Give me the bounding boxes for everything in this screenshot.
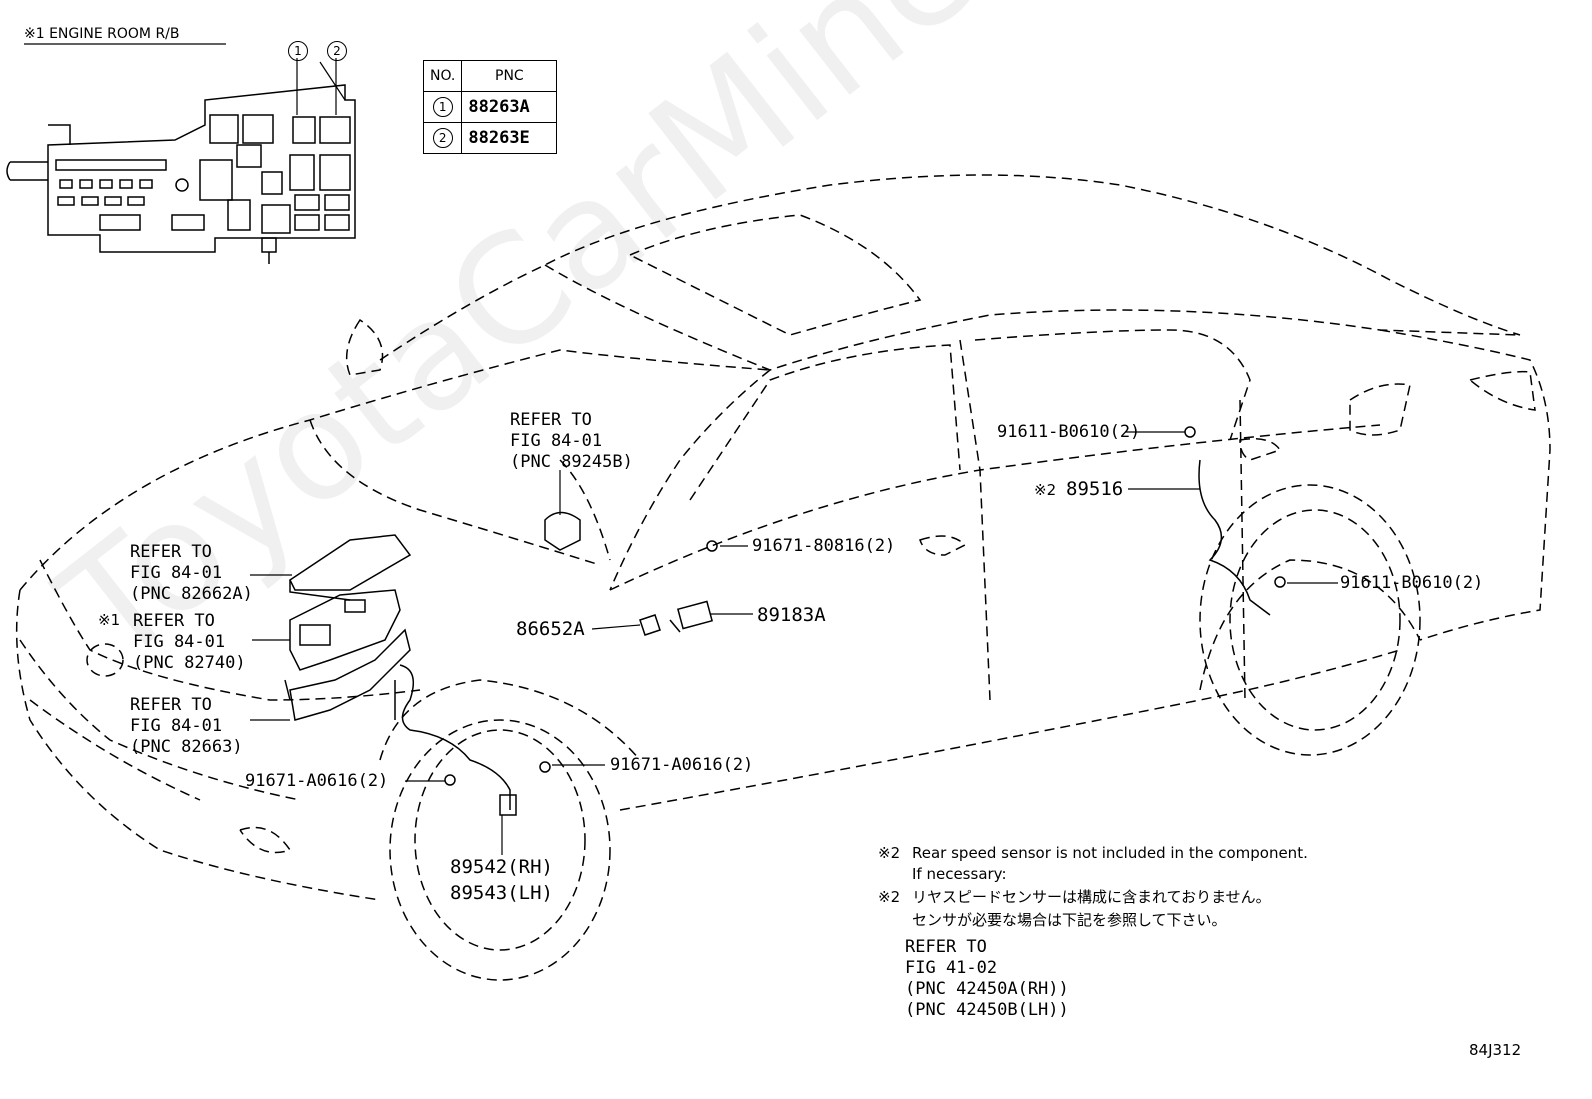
note-line-jp: リヤスピードセンサーは構成に含まれておりません。 xyxy=(912,888,1271,906)
ref-mark: ※1 xyxy=(98,611,121,629)
col-pnc-header: PNC xyxy=(461,60,558,92)
ref-line: REFER TO xyxy=(130,695,212,715)
note-mark-en: ※2 xyxy=(878,844,901,862)
note-ref-line: REFER TO xyxy=(905,937,987,957)
row-pnc: 88263E xyxy=(461,122,558,154)
ref-line: FIG 84-01 xyxy=(133,632,226,652)
table-row: 2 88263E xyxy=(422,122,558,154)
part-label-91671-a0616-mid: 91671-A0616(2) xyxy=(610,755,754,775)
engine-room-relay-block-inset xyxy=(6,43,356,264)
row-number: 1 xyxy=(432,97,453,117)
note-mark-jp: ※2 xyxy=(878,888,901,906)
car-body-outline xyxy=(15,174,1551,981)
note-ref-line: (PNC 42450A(RH)) xyxy=(905,979,1069,999)
part-label-91611-b0610-right: 91611-B0610(2) xyxy=(1340,573,1484,593)
ref-line: REFER TO xyxy=(130,542,212,562)
figure-code: 84J312 xyxy=(1469,1041,1522,1059)
row-pnc: 88263A xyxy=(461,91,558,123)
ref-line: FIG 84-01 xyxy=(130,563,223,583)
inset-callout-2: 2 xyxy=(327,41,347,61)
ref-line: (PNC 82662A) xyxy=(130,584,253,604)
part-label-91611-b0610-top: 91611-B0610(2) xyxy=(997,422,1141,442)
pnc-table-header: NO. PNC xyxy=(422,60,558,92)
ref-line: FIG 84-01 xyxy=(510,431,603,451)
part-label-89543-lh: 89543(LH) xyxy=(450,882,553,904)
part-label-91671-80816: 91671-80816(2) xyxy=(752,536,896,556)
ref-line: (PNC 89245B) xyxy=(510,452,633,472)
table-row: 1 88263A xyxy=(422,91,558,123)
part-label-89542-rh: 89542(RH) xyxy=(450,856,553,878)
leader-lines xyxy=(250,431,1338,855)
col-no-header: NO. xyxy=(422,60,463,92)
components xyxy=(284,426,1286,816)
part-mark-89516: ※2 xyxy=(1034,481,1057,499)
ref-line: REFER TO xyxy=(510,410,592,430)
inset-callout-1: 1 xyxy=(288,41,308,61)
ref-line: REFER TO xyxy=(133,611,215,631)
note-ref-line: (PNC 42450B(LH)) xyxy=(905,1000,1069,1020)
part-label-91671-a0616-left: 91671-A0616(2) xyxy=(245,771,389,791)
part-label-89516: 89516 xyxy=(1066,478,1124,500)
pnc-table: NO. PNC 1 88263A 2 88263E xyxy=(422,60,558,154)
note-ref-line: FIG 41-02 xyxy=(905,958,998,978)
ref-line: (PNC 82663) xyxy=(130,737,243,757)
part-label-89183a: 89183A xyxy=(757,604,826,626)
ref-line: (PNC 82740) xyxy=(133,653,246,673)
part-label-86652a: 86652A xyxy=(516,618,585,640)
note-line-jp: センサが必要な場合は下記を参照して下さい。 xyxy=(912,911,1227,929)
row-number: 2 xyxy=(432,128,453,148)
inset-title: ※1 ENGINE ROOM R/B xyxy=(24,26,180,42)
ref-line: FIG 84-01 xyxy=(130,716,223,736)
note-line-en: If necessary: xyxy=(912,865,1007,883)
note-line-en: Rear speed sensor is not included in the… xyxy=(912,844,1308,862)
